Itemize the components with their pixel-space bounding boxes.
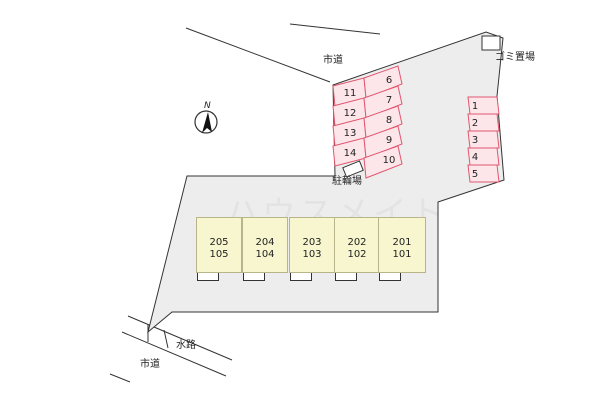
- road-label-top: 市道: [323, 55, 343, 66]
- unit-entrance: [335, 273, 357, 281]
- parking-number: 11: [344, 88, 357, 99]
- parking-number: 13: [344, 128, 357, 139]
- unit-number-lower: 102: [347, 249, 367, 260]
- parking-space: [467, 130, 500, 149]
- road-lines: [109, 23, 381, 383]
- parking-rows-left: 11 12 13 14: [332, 77, 367, 167]
- unit-entrance: [290, 273, 312, 281]
- garbage-box: [481, 35, 501, 51]
- parking-space: [363, 145, 403, 179]
- parking-number: 2: [472, 118, 478, 129]
- unit-number-lower: 101: [392, 249, 412, 260]
- parking-space: [467, 96, 500, 115]
- north-label: N: [204, 101, 211, 111]
- road-label-bottom: 市道: [140, 359, 160, 370]
- parking-space: [363, 65, 403, 99]
- parking-number: 4: [472, 152, 478, 163]
- unit-number-lower: 105: [209, 249, 229, 260]
- bicycle-rack: [342, 160, 364, 178]
- parking-number: 14: [344, 148, 357, 159]
- unit-entrance: [379, 273, 401, 281]
- unit-number-upper: 201: [392, 237, 412, 248]
- waterway-crossing: [147, 324, 169, 349]
- unit-number-upper: 204: [255, 237, 275, 248]
- unit-number-upper: 205: [209, 237, 229, 248]
- parking-space: [467, 113, 500, 132]
- parking-rows-right: 6 7 8 9 10: [363, 65, 403, 179]
- unit-number-upper: 202: [347, 237, 367, 248]
- parking-number: 9: [386, 135, 392, 146]
- unit-number-lower: 103: [302, 249, 322, 260]
- unit-entrance: [243, 273, 265, 281]
- parking-number: 7: [386, 95, 392, 106]
- unit-entrance: [197, 273, 219, 281]
- parking-number: 1: [472, 101, 478, 112]
- parking-number: 5: [472, 169, 478, 180]
- north-arrow-icon: [194, 110, 218, 134]
- unit-number-upper: 203: [302, 237, 322, 248]
- bicycle-label: 駐輪場: [332, 176, 362, 187]
- parking-space: [363, 85, 403, 119]
- parking-space: [467, 147, 500, 166]
- parking-number: 10: [383, 155, 396, 166]
- parking-space: [467, 164, 500, 183]
- parking-number: 8: [386, 115, 392, 126]
- garbage-label: ゴミ置場: [495, 52, 535, 63]
- parking-number: 12: [344, 108, 357, 119]
- parking-number: 6: [386, 75, 392, 86]
- parking-space: [363, 105, 403, 139]
- unit-number-lower: 104: [255, 249, 275, 260]
- parking-number: 3: [472, 135, 478, 146]
- parking-space: [363, 125, 403, 159]
- parking-rows-side: 1 2 3 4 5: [467, 96, 500, 183]
- waterway-label: 水路: [176, 340, 196, 351]
